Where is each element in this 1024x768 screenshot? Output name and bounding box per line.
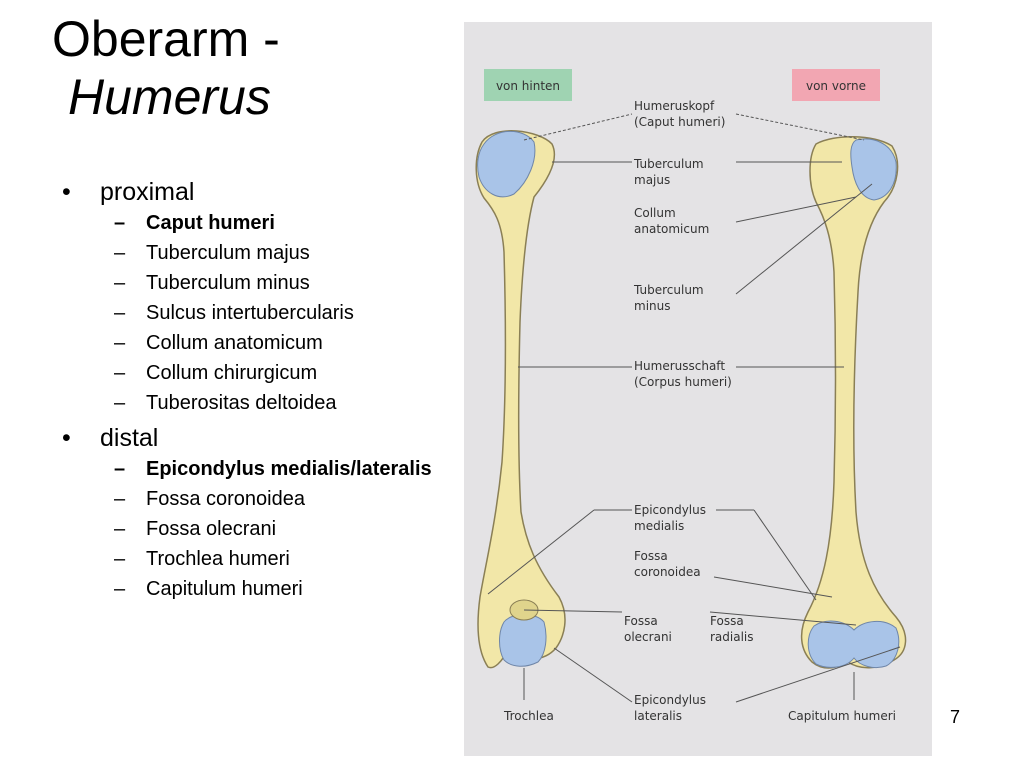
bullet-section-distal: • distal: [62, 422, 462, 454]
list-item-text: Sulcus intertubercularis: [146, 302, 354, 324]
humerus-anterior: [800, 136, 907, 669]
badge-von-vorne: [792, 69, 880, 101]
dash-icon: –: [114, 302, 126, 324]
leader-lines: [487, 113, 901, 703]
dash-icon: –: [114, 362, 126, 384]
list-item: –Tuberculum minus: [62, 272, 462, 294]
label-humeruskopf-2: (Caput humeri): [634, 115, 725, 129]
slide-title: Oberarm - Humerus: [52, 10, 452, 126]
bullet-icon: •: [62, 178, 71, 206]
list-item: –Sulcus intertubercularis: [62, 302, 462, 324]
bullet-heading: proximal: [100, 178, 195, 206]
list-item: –Fossa coronoidea: [62, 488, 462, 510]
label-epicondylus-medialis-2: medialis: [634, 519, 684, 533]
list-item-text: Caput humeri: [146, 212, 275, 234]
title-line-2: Humerus: [68, 69, 271, 125]
dash-icon: –: [114, 212, 126, 234]
label-epicondylus-lateralis-1: Epicondylus: [634, 693, 706, 707]
humeral-head-posterior: [477, 130, 536, 198]
list-item: –Fossa olecrani: [62, 518, 462, 540]
label-humerusschaft-1: Humerusschaft: [634, 359, 725, 373]
badge-von-vorne-label: von vorne: [806, 79, 866, 93]
list-item-text: Fossa olecrani: [146, 518, 277, 540]
label-humeruskopf-1: Humeruskopf: [634, 99, 715, 113]
label-collum-anatomicum-1: Collum: [634, 206, 676, 220]
dash-icon: –: [114, 392, 126, 414]
list-item-text: Epicondylus medialis/lateralis: [146, 458, 432, 480]
badge-von-hinten-label: von hinten: [496, 79, 560, 93]
label-fossa-olecrani-2: olecrani: [624, 630, 672, 644]
label-fossa-coronoidea-1: Fossa: [634, 549, 668, 563]
diagram-labels: Humeruskopf (Caput humeri) Tuberculum ma…: [503, 99, 896, 723]
dash-icon: –: [114, 578, 126, 600]
list-item: –Tuberositas deltoidea: [62, 392, 462, 414]
bullet-heading: distal: [100, 424, 159, 452]
label-fossa-coronoidea-2: coronoidea: [634, 565, 701, 579]
label-collum-anatomicum-2: anatomicum: [634, 222, 709, 236]
dash-icon: –: [114, 548, 126, 570]
label-epicondylus-medialis-1: Epicondylus: [634, 503, 706, 517]
list-item-text: Tuberositas deltoidea: [146, 392, 337, 414]
label-tuberculum-minus-1: Tuberculum: [633, 283, 704, 297]
bone-shaft-posterior: [475, 130, 566, 669]
humerus-diagram: von hinten von vorne: [475, 69, 907, 723]
label-epicondylus-lateralis-2: lateralis: [634, 709, 682, 723]
dash-icon: –: [114, 272, 126, 294]
bullet-section-proximal: • proximal: [62, 176, 462, 208]
list-item-text: Tuberculum minus: [146, 272, 310, 294]
dash-icon: –: [114, 332, 126, 354]
label-tuberculum-minus-2: minus: [634, 299, 671, 313]
list-item: –Caput humeri: [62, 212, 462, 234]
badge-von-hinten: [484, 69, 572, 101]
sub-list: –Caput humeri–Tuberculum majus–Tuberculu…: [62, 212, 462, 414]
list-item: –Trochlea humeri: [62, 548, 462, 570]
list-item: –Collum anatomicum: [62, 332, 462, 354]
humerus-posterior: [475, 130, 566, 669]
sub-list: –Epicondylus medialis/lateralis–Fossa co…: [62, 458, 462, 600]
label-trochlea: Trochlea: [503, 709, 554, 723]
humeral-head-anterior: [850, 138, 897, 201]
dash-icon: –: [114, 488, 126, 510]
label-fossa-radialis-2: radialis: [710, 630, 754, 644]
title-line-1: Oberarm -: [52, 11, 280, 67]
bone-shaft-anterior: [800, 136, 907, 669]
list-item-text: Capitulum humeri: [146, 578, 303, 600]
trochlea-posterior: [499, 614, 547, 667]
label-fossa-radialis-1: Fossa: [710, 614, 744, 628]
list-item: –Collum chirurgicum: [62, 362, 462, 384]
dash-icon: –: [114, 242, 126, 264]
list-item-text: Fossa coronoidea: [146, 488, 305, 510]
label-tuberculum-majus-2: majus: [634, 173, 670, 187]
capitulum-trochlea-anterior: [807, 620, 900, 669]
list-item: –Capitulum humeri: [62, 578, 462, 600]
label-fossa-olecrani-1: Fossa: [624, 614, 658, 628]
label-humerusschaft-2: (Corpus humeri): [634, 375, 732, 389]
list-item-text: Tuberculum majus: [146, 242, 310, 264]
dash-icon: –: [114, 518, 126, 540]
bullet-list: •proximal–Caput humeri–Tuberculum majus–…: [62, 176, 462, 608]
list-item-text: Collum anatomicum: [146, 332, 323, 354]
list-item-text: Collum chirurgicum: [146, 362, 318, 384]
list-item: –Tuberculum majus: [62, 242, 462, 264]
label-tuberculum-majus-1: Tuberculum: [633, 157, 704, 171]
label-capitulum-humeri: Capitulum humeri: [788, 709, 896, 723]
slide-number: 7: [950, 707, 961, 727]
list-item-text: Trochlea humeri: [146, 548, 290, 570]
humerus-figure: von hinten von vorne: [464, 22, 932, 756]
list-item: –Epicondylus medialis/lateralis: [62, 458, 462, 480]
bullet-icon: •: [62, 424, 71, 452]
dash-icon: –: [114, 458, 126, 480]
